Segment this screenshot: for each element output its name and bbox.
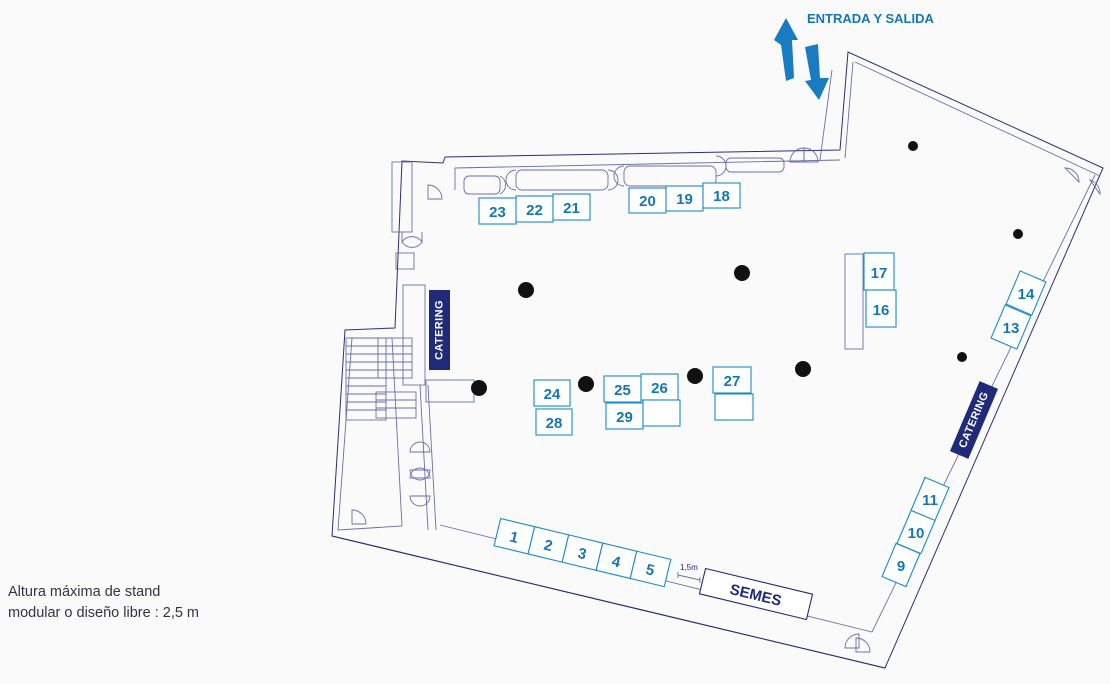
booth-16[interactable]: 18 [702, 182, 741, 209]
booth-label: 21 [563, 200, 580, 217]
booth-24[interactable]: 26 [640, 373, 679, 401]
booths: 23 22 21 20 19 18 17 16 14 13 11 10 9 24… [478, 182, 1047, 588]
column [734, 265, 750, 281]
booth-23[interactable]: 25 [603, 375, 642, 403]
booth-label: 20 [639, 193, 656, 210]
catering-left[interactable]: CATERING [429, 290, 450, 370]
booth-label: 16 [873, 302, 890, 319]
booth-label: 2 [542, 537, 554, 555]
booth-9[interactable]: 9 [881, 542, 921, 588]
booth-20[interactable]: 22 [515, 195, 554, 223]
booth-1[interactable]: 1 [493, 517, 536, 555]
column [471, 380, 487, 396]
booth-label: 25 [614, 382, 631, 399]
booth-label: 9 [897, 558, 905, 575]
booth-label: 26 [651, 380, 668, 397]
booth-label: 3 [576, 545, 588, 563]
stand-height-note: Altura máxima de stand modular o diseño … [8, 582, 268, 624]
column [908, 141, 918, 151]
booth-label: 17 [871, 265, 888, 282]
booth-5[interactable]: 5 [629, 550, 672, 588]
booth-label: 13 [1003, 320, 1020, 337]
booth-12[interactable]: 13 [990, 304, 1032, 350]
arrow-up-icon [774, 18, 798, 81]
booth-4[interactable]: 4 [595, 542, 638, 580]
booth-22[interactable]: 24 [533, 379, 571, 407]
booth-25[interactable]: 27 [712, 366, 752, 394]
doors [351, 147, 1101, 653]
booth-21[interactable]: 23 [478, 197, 517, 225]
booth-27[interactable]: 29 [605, 402, 644, 430]
booth-label: 5 [644, 561, 656, 579]
booth-label: 1 [508, 528, 520, 546]
column [1013, 229, 1023, 239]
booth-13[interactable]: 14 [1005, 270, 1047, 316]
column [518, 282, 534, 298]
booth-label: 27 [724, 373, 741, 390]
booth-26[interactable]: 28 [535, 408, 573, 436]
entrance-arrows [774, 18, 829, 100]
booth-3[interactable]: 3 [561, 534, 604, 571]
stairs [345, 337, 417, 421]
column [795, 361, 811, 377]
booth-row-bottom: 1 2 3 4 5 [493, 517, 672, 588]
booth-2[interactable]: 2 [527, 526, 570, 563]
booth-label: 10 [908, 525, 925, 542]
catering-label: CATERING [434, 300, 446, 360]
arrow-down-icon [805, 44, 829, 100]
booth-label: 19 [676, 191, 693, 208]
booth-28[interactable] [642, 399, 681, 427]
booth-label: 29 [616, 409, 633, 426]
booth-19[interactable]: 21 [552, 193, 591, 221]
entrance-label: ENTRADA Y SALIDA [807, 11, 934, 26]
note-line-2: modular o diseño libre : 2,5 m [8, 605, 200, 621]
booth-10[interactable]: 10 [896, 509, 936, 555]
booth-label: 18 [713, 188, 730, 205]
column [578, 376, 594, 392]
booth-label: 11 [922, 492, 938, 509]
booth-label: 14 [1018, 286, 1035, 303]
gap-label: 1,5m [680, 563, 698, 572]
columns [471, 141, 1023, 396]
booth-17[interactable]: 19 [665, 185, 704, 212]
catering-right[interactable]: CATERING [949, 381, 999, 459]
booth-label: 24 [544, 386, 561, 403]
booth-29[interactable] [714, 393, 754, 421]
booth-label: 22 [526, 202, 543, 219]
booth-11[interactable]: 11 [910, 476, 950, 522]
gap-marker: 1,5m [677, 563, 701, 583]
booth-15[interactable]: 17 [863, 252, 895, 291]
booth-14[interactable]: 16 [865, 289, 897, 328]
column [957, 352, 967, 362]
semes-stand[interactable]: SEMES [698, 567, 814, 621]
booth-label: 28 [546, 415, 563, 432]
note-line-1: Altura máxima de stand [8, 584, 161, 600]
booth-18[interactable]: 20 [628, 187, 667, 214]
column [687, 368, 703, 384]
booth-label: 23 [489, 204, 506, 221]
